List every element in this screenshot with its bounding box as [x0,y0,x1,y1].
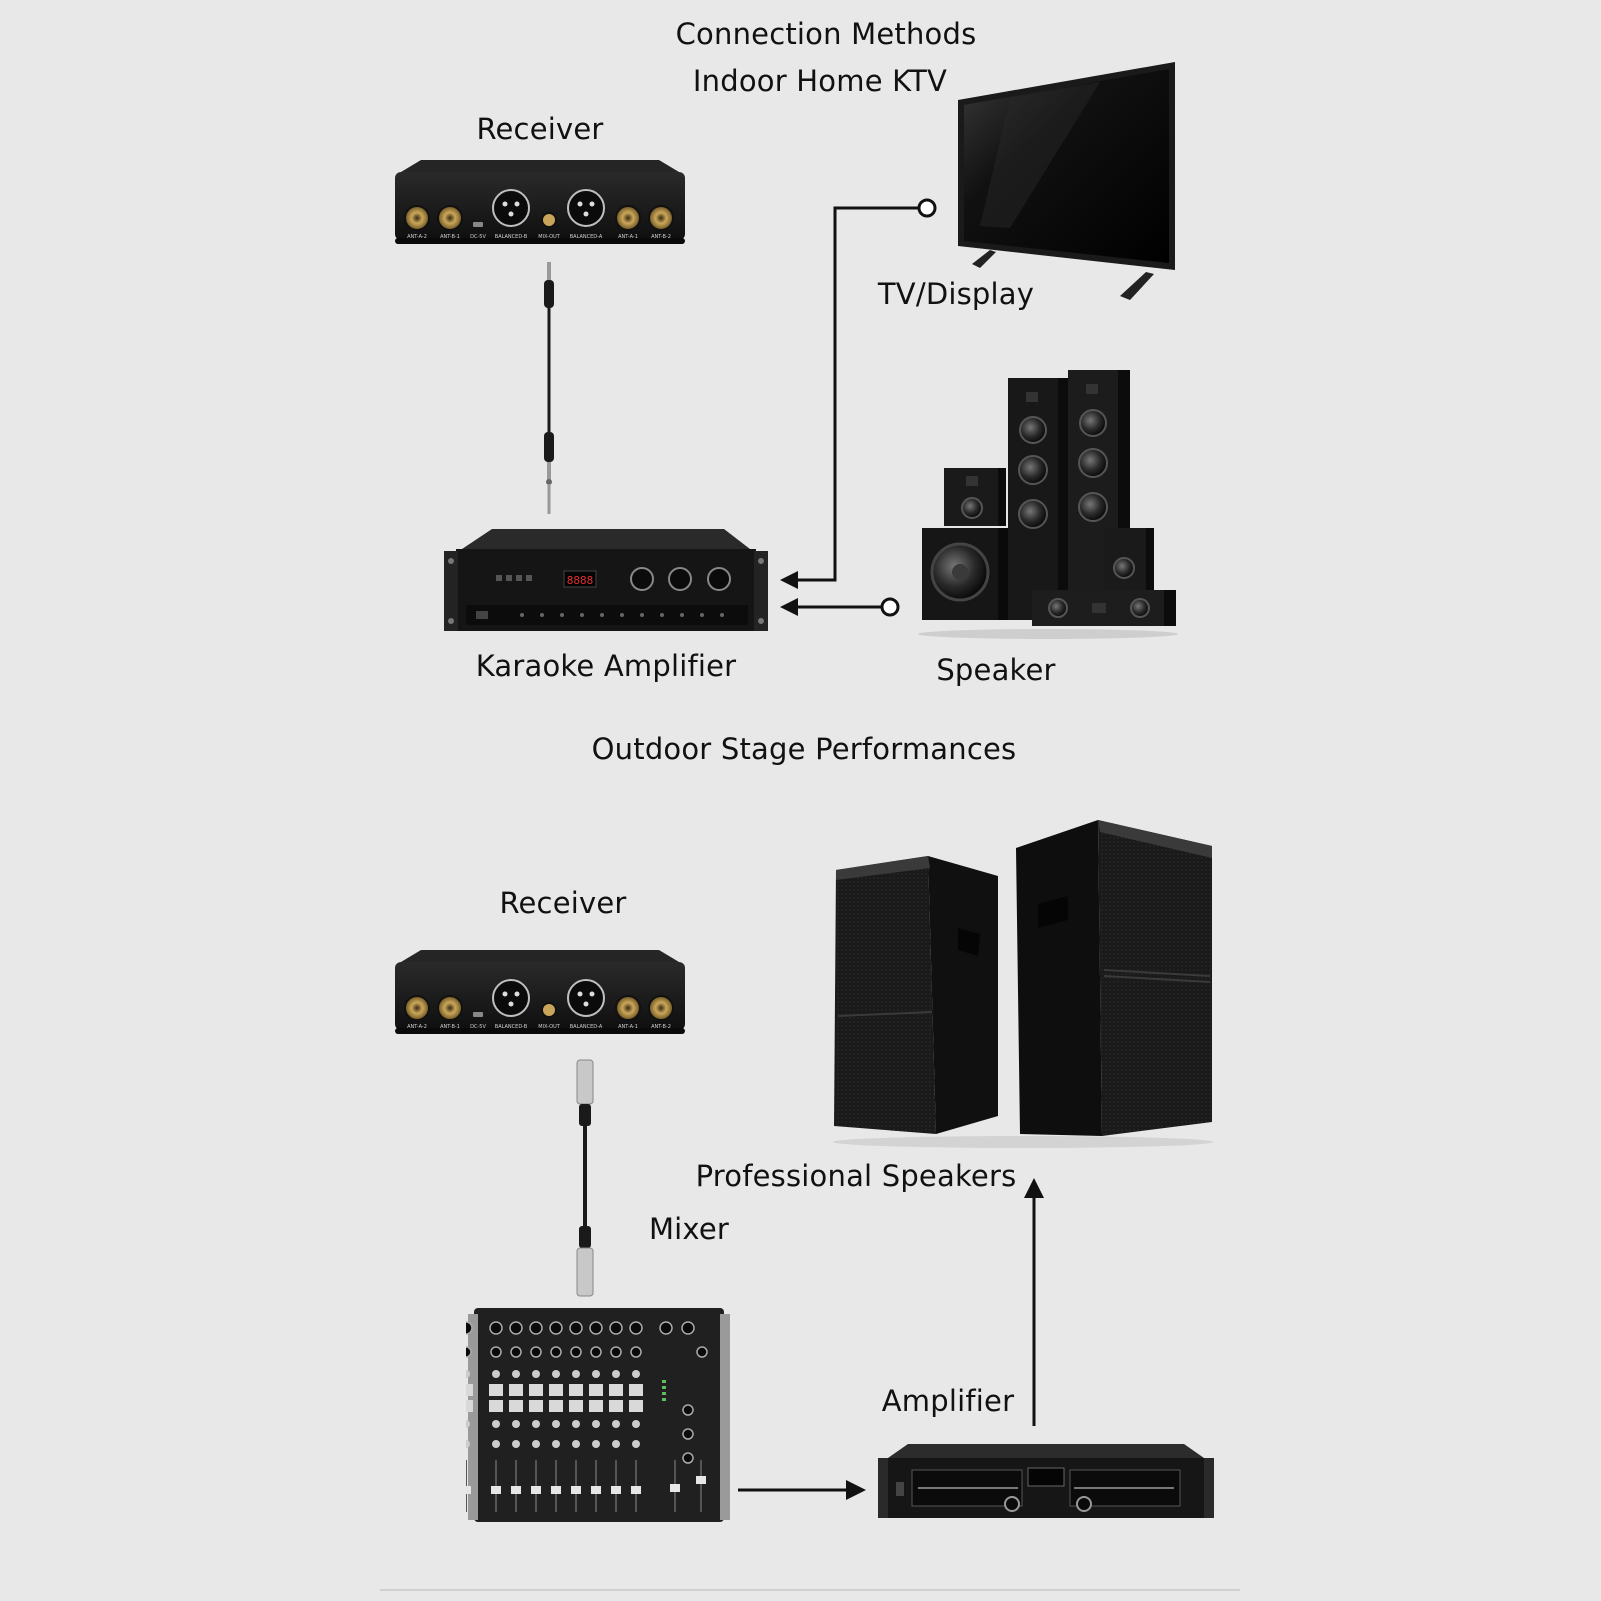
svg-text:BALANCED-B: BALANCED-B [495,234,528,240]
professional-speakers-device [833,820,1213,1148]
mixer-to-amp-arrow [738,1480,866,1500]
karaoke-amp-label: Karaoke Amplifier [475,649,737,683]
outdoor-section-title: Outdoor Stage Performances [591,732,1017,766]
karaoke-amplifier-device: 8888 [444,529,768,631]
diagram-title: Connection Methods [675,17,977,51]
svg-text:ANT-A-2: ANT-A-2 [407,234,427,240]
svg-text:ANT-B-1: ANT-B-1 [440,234,460,240]
tv-connection-line [780,198,937,589]
tv-label: TV/Display [877,277,1035,311]
mixer-label: Mixer [648,1212,730,1246]
receiver-top-label: Receiver [476,112,604,146]
svg-text:BALANCED-B: BALANCED-B [495,1024,528,1030]
jack-cable-top [544,262,554,514]
mixer-device [466,1308,730,1522]
svg-text:ANT-B-2: ANT-B-2 [651,234,671,240]
receiver-bottom-device: ANT-A-2 ANT-B-1 DC-5V BALANCED-B MIX-OUT BAL… [395,950,685,1034]
svg-text:MIX-OUT: MIX-OUT [538,234,561,240]
indoor-section-title: Indoor Home KTV [692,64,948,98]
receiver-bottom-label: Receiver [499,886,627,920]
pro-speakers-label: Professional Speakers [695,1159,1017,1193]
speaker-label: Speaker [936,653,1056,687]
power-amplifier-device [878,1444,1214,1518]
svg-text:DC-5V: DC-5V [470,1024,486,1030]
svg-text:ANT-A-2: ANT-A-2 [407,1024,427,1030]
svg-text:ANT-B-1: ANT-B-1 [440,1024,460,1030]
amplifier-label: Amplifier [881,1384,1015,1418]
svg-text:ANT-A-1: ANT-A-1 [618,1024,638,1030]
svg-text:DC-5V: DC-5V [470,234,486,240]
svg-text:ANT-B-2: ANT-B-2 [651,1024,671,1030]
svg-text:BALANCED-A: BALANCED-A [570,1024,603,1030]
receiver-top-device: ANT-A-2 ANT-B-1 DC-5V BALANCED-B MIX-OUT BAL… [395,160,685,244]
amp-display-readout: 8888 [567,574,594,587]
amp-to-speakers-arrow [1024,1178,1044,1426]
xlr-cable [576,1059,594,1297]
svg-text:ANT-A-1: ANT-A-1 [618,234,638,240]
speaker-connection-line [780,597,900,617]
svg-text:BALANCED-A: BALANCED-A [570,234,603,240]
svg-text:MIX-OUT: MIX-OUT [538,1024,561,1030]
home-speaker-set [918,370,1178,639]
tv-device [958,62,1175,300]
